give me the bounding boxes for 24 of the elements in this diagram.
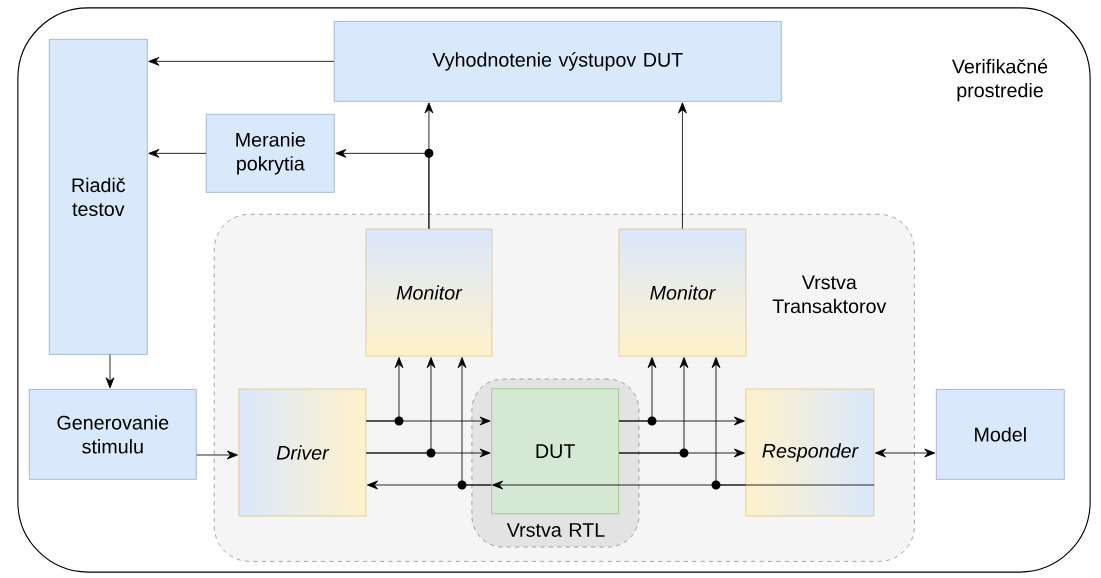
process-box: Model — [936, 389, 1065, 480]
arrow — [365, 357, 436, 458]
arrow — [148, 56, 335, 66]
arrow — [618, 357, 657, 426]
arrow — [335, 148, 434, 230]
monitor-box: Monitor — [365, 228, 493, 357]
dut-box: DUT — [491, 388, 619, 515]
arrow — [148, 149, 207, 158]
process-box: Riadič testov — [49, 39, 148, 355]
driver-box: Driver — [238, 388, 367, 517]
arrow — [492, 480, 875, 490]
arrow — [196, 450, 238, 460]
arrow — [365, 357, 404, 426]
arrow — [618, 357, 689, 458]
arrow — [874, 448, 936, 458]
arrow — [678, 102, 687, 230]
responder-box: Responder — [745, 388, 875, 517]
arrow — [457, 357, 492, 490]
process-box: Vyhodnotenie výstupov DUT — [333, 21, 782, 102]
process-box: Meranie pokrytia — [206, 114, 335, 193]
monitor-box: Monitor — [618, 228, 747, 357]
process-box: Generovanie stimulu — [29, 389, 197, 480]
arrow — [711, 357, 747, 490]
arrow — [105, 354, 115, 389]
